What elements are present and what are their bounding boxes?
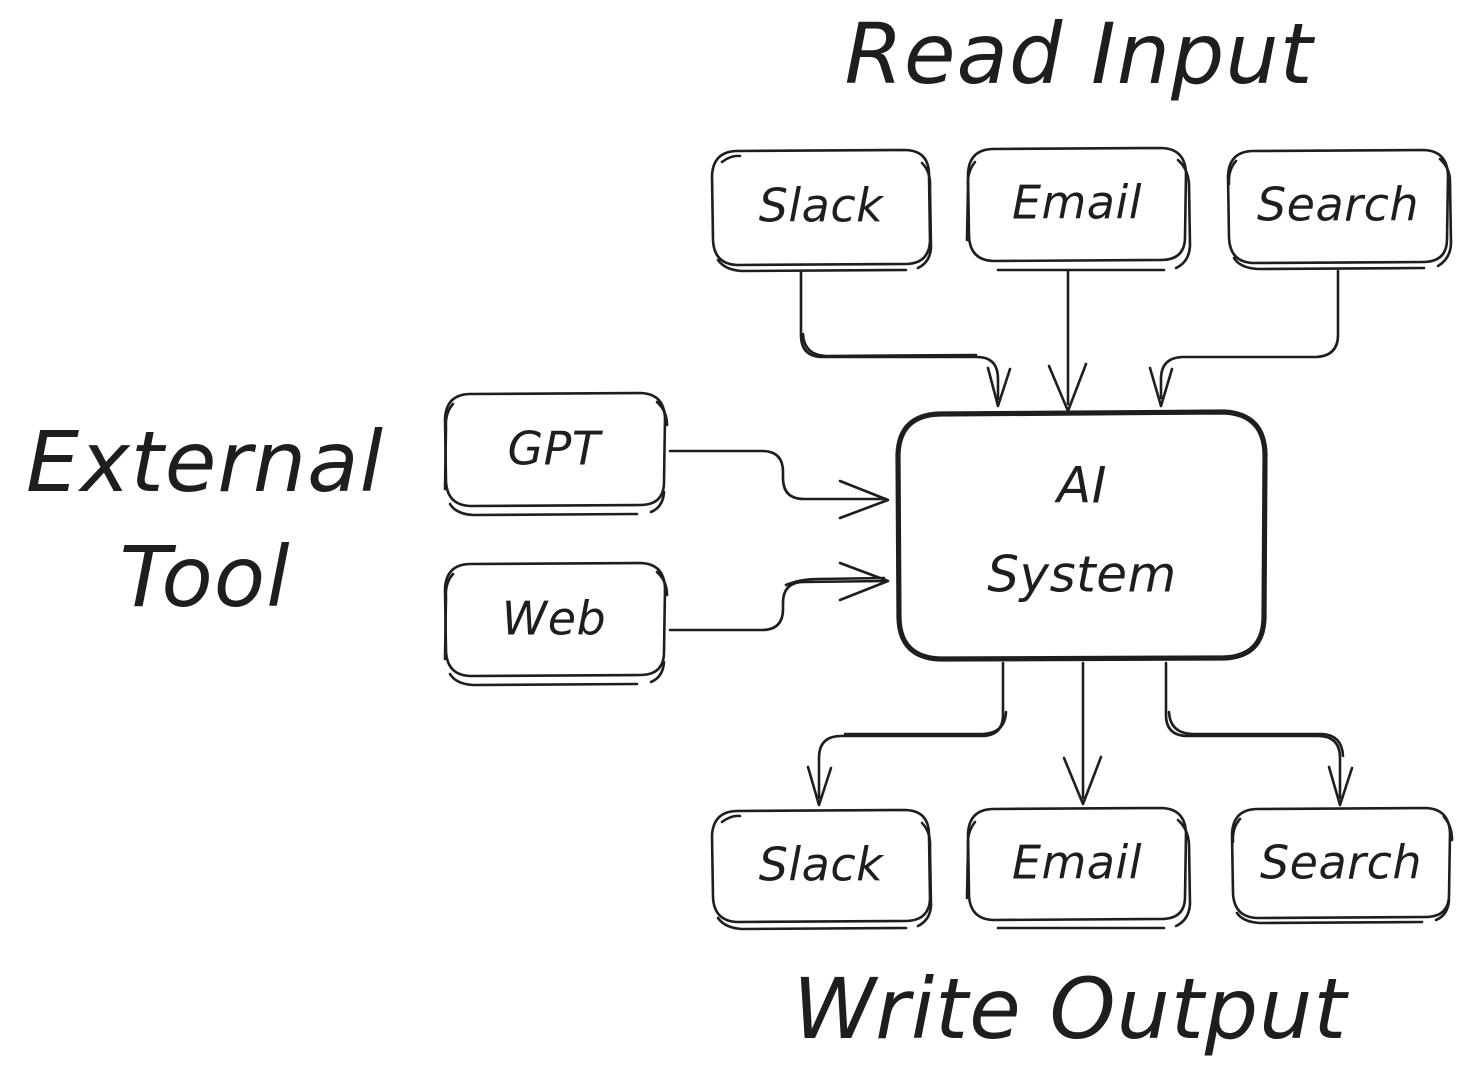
edge-ai-system-to-slack-arrowhead xyxy=(806,765,833,807)
edge-slack-to-ai-system xyxy=(799,270,1012,408)
write-output-title: Write Output xyxy=(793,960,1350,1058)
node-tool-web-outline xyxy=(443,561,667,678)
node-tool-gpt-outline xyxy=(443,391,667,508)
edge-ai-system-to-search-line-overlay xyxy=(1167,710,1345,758)
edge-email-to-ai-system-arrowhead xyxy=(1047,362,1088,413)
node-input-search-outline xyxy=(1226,148,1450,265)
node-output-email[interactable]: Email xyxy=(965,806,1192,930)
edge-ai-system-to-search-line xyxy=(1164,661,1342,800)
edge-web-to-ai-system-arrowhead xyxy=(838,561,890,602)
node-ai-system[interactable]: AI System xyxy=(895,409,1268,662)
edge-search-to-ai-system-line xyxy=(1159,269,1340,400)
node-input-slack-sketch-overlay xyxy=(716,154,933,273)
node-input-email[interactable]: Email xyxy=(965,146,1192,272)
node-output-search-label: Search xyxy=(1260,836,1422,890)
edge-search-to-ai-system-arrowhead xyxy=(1148,366,1174,408)
node-output-email-outline xyxy=(966,806,1188,922)
edge-search-to-ai-system xyxy=(1148,269,1340,408)
node-tool-gpt-sketch-overlay xyxy=(443,400,669,517)
node-tool-gpt-label: GPT xyxy=(508,422,604,476)
node-input-slack-label: Slack xyxy=(759,179,885,233)
node-input-slack[interactable]: Slack xyxy=(710,148,933,273)
node-input-slack-outline xyxy=(710,148,932,267)
node-output-search[interactable]: Search xyxy=(1230,806,1454,925)
node-output-email-sketch-overlay xyxy=(965,818,1192,930)
edge-slack-to-ai-system-arrowhead xyxy=(986,366,1012,408)
node-input-email-outline xyxy=(966,146,1188,263)
edge-ai-system-to-email xyxy=(1062,661,1103,806)
edge-web-to-ai-system-line xyxy=(668,579,888,632)
edge-web-to-ai-system-line-overlay xyxy=(784,576,886,587)
edge-ai-system-to-search-arrowhead xyxy=(1327,765,1354,807)
edge-slack-to-ai-system-line-overlay xyxy=(801,332,978,358)
edge-ai-system-to-email-arrowhead xyxy=(1062,755,1103,806)
node-input-search-label: Search xyxy=(1257,178,1419,232)
node-ai-system-label-line1: AI xyxy=(1054,457,1107,515)
edge-email-to-ai-system xyxy=(1047,268,1088,413)
node-output-slack-outline xyxy=(710,808,932,924)
edge-gpt-to-ai-system-arrowhead xyxy=(838,479,890,520)
node-input-search[interactable]: Search xyxy=(1226,148,1453,271)
edge-ai-system-to-slack-line-overlay xyxy=(843,710,1008,736)
node-tool-web-sketch-overlay xyxy=(443,570,669,687)
edge-slack-to-ai-system-line xyxy=(799,270,1000,401)
edge-ai-system-to-search xyxy=(1164,661,1354,807)
edge-web-to-ai-system xyxy=(668,561,890,632)
node-tool-web[interactable]: Web xyxy=(443,561,669,687)
node-output-email-label: Email xyxy=(1012,836,1142,890)
external-tool-title-line1: External xyxy=(26,413,384,511)
node-input-email-sketch-overlay xyxy=(965,158,1192,272)
node-tool-web-label: Web xyxy=(502,592,606,646)
node-output-slack-label: Slack xyxy=(759,838,885,892)
node-ai-system-label-line2: System xyxy=(987,546,1176,604)
node-output-slack-sketch-overlay xyxy=(716,814,933,931)
node-ai-system-outline xyxy=(895,409,1268,662)
read-input-title: Read Input xyxy=(844,5,1315,103)
external-tool-title-line2: Tool xyxy=(119,528,290,626)
edge-ai-system-to-slack xyxy=(806,661,1008,807)
edge-gpt-to-ai-system-line xyxy=(668,449,888,501)
edge-ai-system-to-slack-line xyxy=(817,661,1005,800)
node-output-search-sketch-overlay xyxy=(1231,815,1454,925)
node-input-search-sketch-overlay xyxy=(1227,157,1453,271)
edge-gpt-to-ai-system xyxy=(668,449,890,520)
node-output-slack[interactable]: Slack xyxy=(710,808,933,931)
node-tool-gpt[interactable]: GPT xyxy=(443,391,669,517)
node-input-email-label: Email xyxy=(1012,176,1142,230)
